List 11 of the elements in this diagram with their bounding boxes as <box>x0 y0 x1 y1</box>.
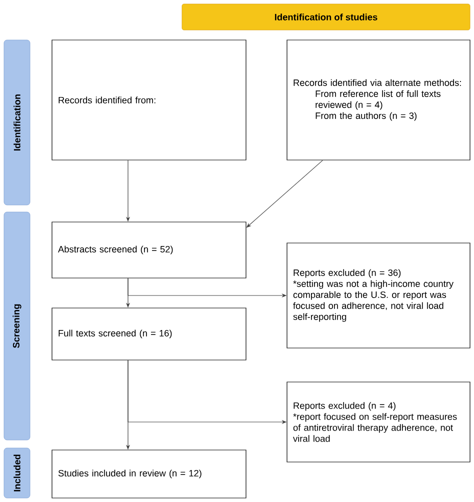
section-band: Screening <box>4 212 30 440</box>
flow-box: Full texts screened (n = 16) <box>52 308 246 360</box>
heading-banner: Identification of studies <box>182 4 470 30</box>
flow-box: Records identified via alternate methods: From reference list of full texts reviewed (n = 4) From the authors (n = 3) <box>286 40 470 160</box>
flow-box: Reports excluded (n = 4) *report focused on self-report measures of antiretroviral therapy adherence, not viral load <box>286 382 470 462</box>
flow-box: Abstracts screened (n = 52) <box>52 222 246 278</box>
section-band: Identification <box>4 40 30 206</box>
flow-box: Records identified from: <box>52 40 246 160</box>
section-band: Included <box>4 448 30 498</box>
flow-box: Reports excluded (n = 36) *setting was not a high-income country comparable to the U.S. or report was focused on adherence, not viral load self-reporting <box>286 242 470 348</box>
flow-box: Studies included in review (n = 12) <box>52 450 246 498</box>
